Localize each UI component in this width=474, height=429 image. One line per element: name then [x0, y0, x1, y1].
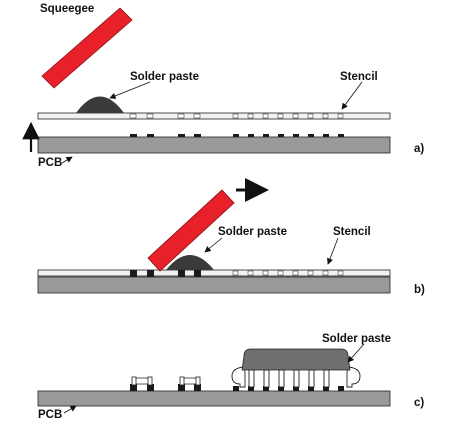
stencil-apertures-a	[129, 113, 344, 119]
squeegee-a	[41, 7, 133, 89]
empty-apertures-b	[232, 270, 344, 276]
filled-apertures-b	[130, 270, 201, 277]
pcb-leader-a	[61, 156, 73, 164]
stencil-leader-a	[341, 81, 363, 110]
chip-component-1	[131, 376, 153, 386]
pcb-pads-a	[130, 134, 344, 137]
panel-tag-a: a)	[414, 143, 425, 155]
ic-package-body	[241, 348, 351, 371]
pcb-board-c	[37, 390, 391, 407]
squeegee-label: Squeegee	[40, 3, 95, 15]
stencil-leader-b	[327, 237, 339, 265]
chip-component-2	[179, 376, 201, 386]
solder-paste-label-c: Solder paste	[322, 333, 392, 345]
stencil-a	[37, 112, 391, 120]
solder-paste-label-b: Solder paste	[218, 226, 288, 238]
stencil-b	[37, 269, 391, 277]
panel-c	[37, 343, 391, 414]
panel-b	[37, 178, 391, 294]
stencil-label-a: Stencil	[340, 71, 378, 83]
panel-tag-b: b)	[414, 284, 425, 296]
paste-deposits-c	[130, 384, 344, 391]
pcb-label-a: PCB	[38, 157, 63, 169]
solder-paste-mound-a	[76, 96, 124, 113]
pcb-label-c: PCB	[38, 409, 63, 421]
solder-paste-leader-a	[109, 81, 151, 99]
ic-leads	[231, 366, 361, 388]
solder-paste-leader-c	[347, 343, 365, 363]
squeegee-b	[147, 189, 235, 272]
panel-a	[22, 7, 391, 164]
solder-paste-mound-b	[166, 255, 214, 270]
pcb-board-b	[37, 276, 391, 294]
solder-paste-label-a: Solder paste	[130, 71, 200, 83]
panel-tag-c: c)	[414, 397, 425, 409]
pcb-board-a	[37, 136, 391, 154]
solder-paste-leader-b	[204, 237, 223, 253]
stencil-label-b: Stencil	[333, 226, 371, 238]
pcb-leader-c	[63, 405, 77, 414]
